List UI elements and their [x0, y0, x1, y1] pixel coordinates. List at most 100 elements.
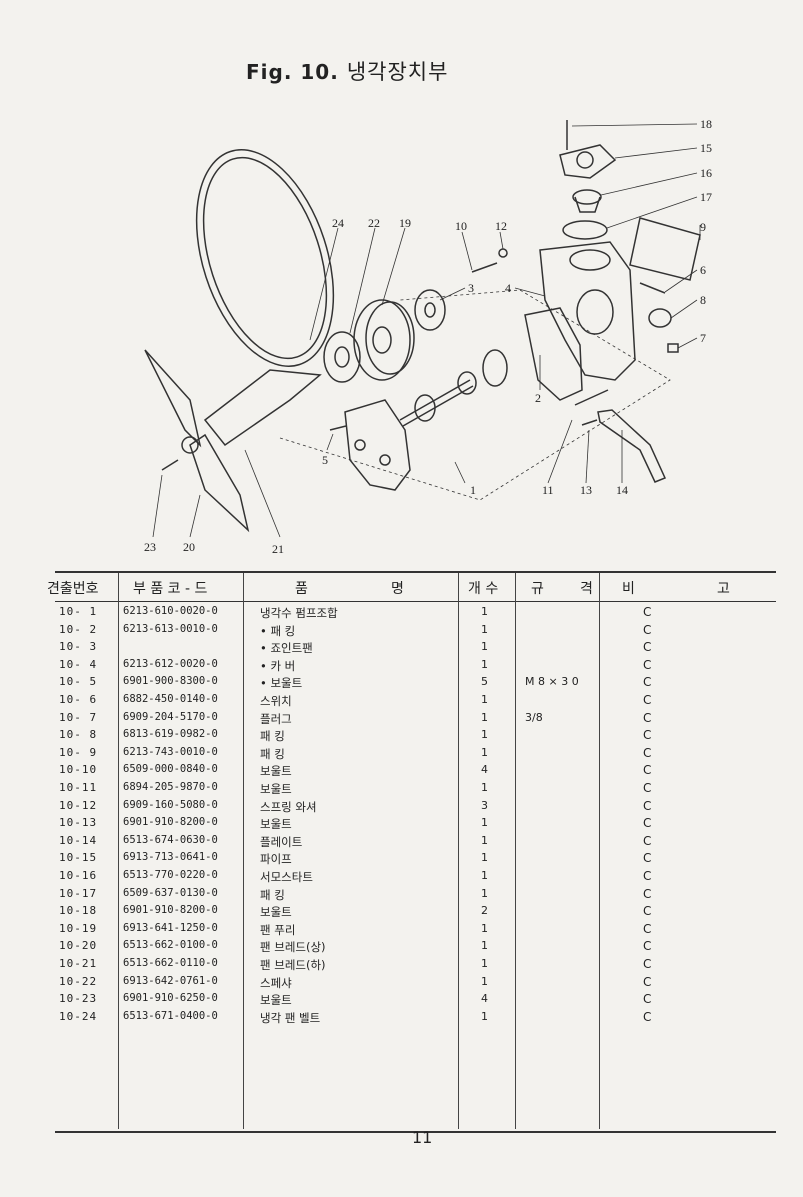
pump-gasket — [524, 307, 583, 401]
cell-part-name: 보울트 — [260, 782, 292, 796]
cell-part-name: 냉각 팬 벨트 — [260, 1010, 321, 1025]
cell-part-code: 6909-160-5080-0 — [123, 798, 218, 811]
cell-part-name: • 죠인트팬 — [260, 641, 313, 656]
cell-part-code: 6509-000-0840-0 — [123, 763, 218, 776]
cell-quantity: 1 — [481, 851, 488, 865]
cell-remarks: C — [643, 904, 652, 919]
callout-9: 9 — [700, 220, 706, 234]
callout-20: 20 — [183, 540, 195, 554]
header-ref-no: 견출번호 — [47, 581, 99, 597]
cell-quantity: 1 — [481, 833, 488, 847]
cell-remarks: C — [643, 869, 652, 883]
cell-quantity: 4 — [481, 763, 488, 777]
thermostat — [572, 189, 602, 213]
cell-quantity: 1 — [481, 693, 488, 706]
header-spec-a: 규 — [531, 581, 544, 597]
cell-ref-no: 10-19 — [59, 921, 98, 935]
cell-ref-no: 10-22 — [59, 974, 98, 988]
column-divider — [599, 573, 600, 1129]
cell-ref-no: 10- 6 — [59, 693, 98, 706]
side-gasket — [629, 217, 701, 281]
cell-remarks: C — [643, 657, 652, 672]
cell-remarks: C — [643, 798, 652, 813]
cell-ref-no: 10-12 — [59, 798, 98, 812]
cell-ref-no: 10- 4 — [59, 657, 98, 671]
cell-part-name: 플러그 — [260, 711, 292, 726]
header-qty: 개 수 — [468, 581, 499, 597]
callout-3: 3 — [468, 281, 474, 295]
callout-11: 11 — [542, 483, 554, 497]
callout-14: 14 — [616, 483, 628, 497]
cell-remarks: C — [643, 833, 652, 848]
page-title: Fig. 10.냉각장치부 — [246, 56, 448, 86]
cell-ref-no: 10- 3 — [59, 640, 98, 654]
cell-ref-no: 10-15 — [59, 851, 98, 865]
cell-part-name: 팬 브레드(상) — [260, 940, 326, 955]
callout-16: 16 — [700, 166, 712, 180]
callout-15: 15 — [700, 141, 712, 155]
cell-part-code: 6882-450-0140-0 — [123, 693, 218, 705]
cell-part-code: 6901-910-8200-0 — [123, 904, 218, 917]
cell-quantity: 1 — [481, 957, 488, 970]
cell-remarks: C — [643, 781, 652, 795]
cell-part-code: 6513-674-0630-0 — [123, 833, 218, 846]
callout-13: 13 — [580, 483, 592, 497]
cell-ref-no: 10-17 — [59, 886, 98, 900]
cell-part-name: 플레이트 — [260, 834, 303, 849]
cell-part-code: 6913-641-1250-0 — [123, 921, 218, 934]
column-divider — [515, 573, 516, 1129]
cell-quantity: 1 — [481, 710, 488, 724]
cell-quantity: 1 — [481, 640, 488, 654]
callout-8: 8 — [700, 293, 706, 307]
cell-part-name: • 카 버 — [260, 658, 296, 673]
spring-washer — [498, 248, 508, 258]
cell-ref-no: 10-20 — [59, 939, 98, 953]
spacer — [323, 331, 361, 383]
cell-part-code: 6513-671-0400-0 — [123, 1009, 218, 1022]
cell-part-name: 스프링 와셔 — [260, 799, 317, 814]
cell-quantity: 4 — [481, 992, 488, 1006]
page-number: 11 — [412, 1128, 433, 1147]
cell-remarks: C — [643, 605, 652, 619]
cell-spec: M 8 × 3 0 — [525, 675, 579, 689]
cell-part-name: • 패 킹 — [260, 623, 296, 638]
cell-ref-no: 10-13 — [59, 816, 98, 830]
pump-shaft — [399, 349, 508, 427]
cell-quantity: 1 — [481, 657, 488, 671]
cell-part-code: 6913-713-0641-0 — [123, 851, 218, 864]
fan-pulley — [353, 299, 415, 381]
figure-title: 냉각장치부 — [346, 60, 449, 84]
fan-blade-upper — [144, 349, 322, 448]
cell-part-name: 보울트 — [260, 817, 292, 832]
cell-quantity: 1 — [481, 974, 488, 988]
cell-part-name: • 보울트 — [260, 676, 303, 691]
cell-ref-no: 10-10 — [59, 763, 98, 777]
cell-part-name: 파이프 — [260, 852, 292, 867]
cell-part-name: 냉각수 펌프조합 — [260, 606, 338, 620]
cell-quantity: 1 — [481, 728, 488, 742]
fan-blade-lower — [181, 433, 250, 533]
cell-part-code: 6913-642-0761-0 — [123, 974, 218, 987]
cell-remarks: C — [643, 974, 652, 989]
exploded-view-diagram: 18 15 16 17 9 6 8 7 24 22 19 10 12 3 4 2… — [144, 117, 712, 556]
cell-ref-no: 10-11 — [59, 781, 98, 794]
bolt-10 — [471, 262, 498, 273]
joint-flange — [414, 289, 446, 331]
cell-quantity: 1 — [481, 622, 488, 636]
cell-part-name: 보울트 — [260, 905, 292, 920]
cell-part-code: 6213-612-0020-0 — [123, 657, 218, 670]
adjusting-plate — [597, 409, 667, 483]
cell-quantity: 2 — [481, 904, 488, 918]
